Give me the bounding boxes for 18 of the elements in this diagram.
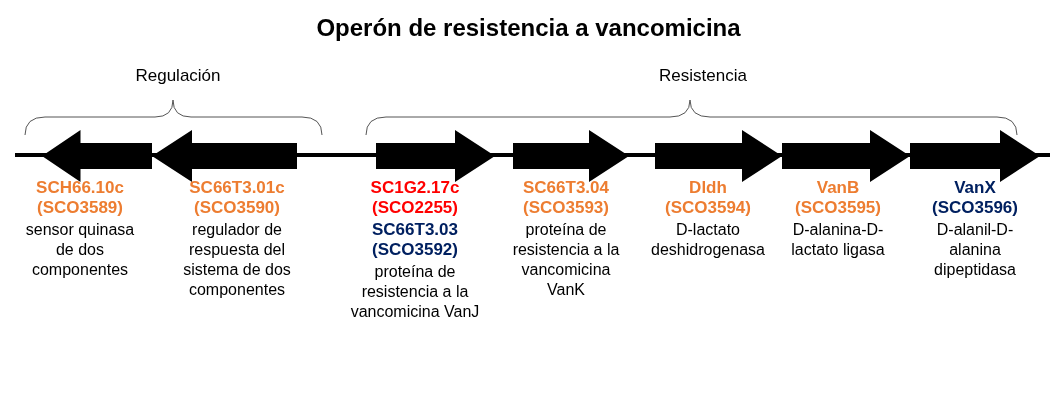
gene-description: sensor quinasa de dos componentes [24, 220, 136, 280]
gene-id: SC1G2.17c (SCO2255) [369, 178, 461, 218]
group-label: Resistencia [658, 66, 748, 86]
gene-id: Dldh (SCO3594) [664, 178, 752, 218]
gene-description: proteína de resistencia a la vancomicina VanK [511, 220, 621, 300]
gene-id: VanX (SCO3596) [931, 178, 1019, 218]
diagram-title: Operón de resistencia a vancomicina [315, 14, 742, 42]
gene-description: D-alanina-D-lactato ligasa [790, 220, 886, 260]
gene-id: SC66T3.03 (SCO3592) [371, 220, 459, 260]
gene-description: D-alanil-D-alanina dipeptidasa [933, 220, 1017, 280]
group-label: Regulación [134, 66, 222, 86]
gene-description: proteína de resistencia a la vancomicina VanJ [349, 262, 481, 322]
gene-description: D-lactato deshidrogenasa [650, 220, 766, 260]
gene-id: SC66T3.01c (SCO3590) [188, 178, 286, 218]
gene-description: regulador de respuesta del sistema de dos componentes [182, 220, 292, 300]
gene-id: SCH66.10c (SCO3589) [35, 178, 125, 218]
gene-id: SC66T3.04 (SCO3593) [522, 178, 610, 218]
gene-id: VanB (SCO3595) [794, 178, 882, 218]
